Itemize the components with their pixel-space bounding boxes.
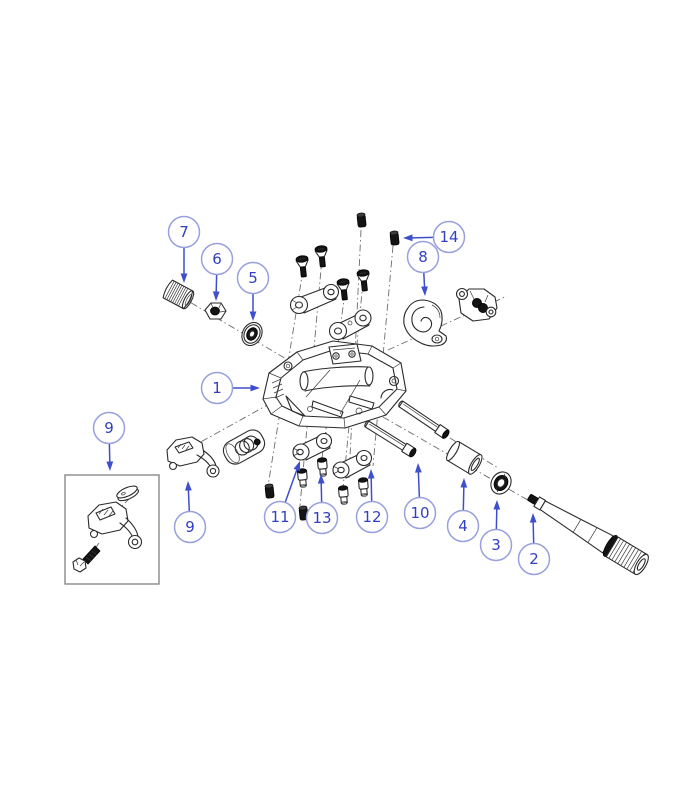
leader-arrowhead-icon — [106, 461, 114, 471]
callout-4: 4 — [446, 478, 480, 543]
detail-box — [64, 474, 160, 585]
leader-arrowhead-icon — [414, 463, 422, 473]
callout-9: 9 — [92, 411, 126, 471]
callout-circle — [167, 215, 201, 249]
callout-number: 9 — [104, 419, 114, 437]
part-bearing-large — [490, 471, 512, 495]
callout-2: 2 — [517, 513, 551, 576]
callout-number: 10 — [410, 504, 429, 522]
part-end-cap — [162, 279, 195, 310]
leader-arrowhead-icon — [185, 481, 192, 491]
leader-arrowhead-icon — [403, 234, 413, 242]
callout-number: 1 — [212, 379, 222, 397]
callout-13: 13 — [305, 474, 339, 535]
callout-12: 12 — [355, 469, 389, 534]
callout-circle — [236, 261, 270, 295]
callout-1: 1 — [200, 371, 260, 405]
part-bushing — [446, 440, 483, 475]
callout-circle — [92, 411, 126, 445]
detail-washer — [116, 485, 139, 502]
part-flathead-screws — [295, 245, 370, 301]
part-socket-screws — [296, 457, 369, 505]
leader-arrowhead-icon — [493, 500, 501, 510]
part-pedal-body — [262, 340, 407, 429]
callout-circle — [403, 496, 437, 530]
callout-10: 10 — [403, 463, 437, 530]
leader-line — [462, 485, 465, 511]
part-bearing-small — [241, 321, 263, 347]
callout-number: 4 — [458, 517, 468, 535]
leader-arrowhead-icon — [529, 513, 537, 523]
callout-number: 5 — [248, 269, 258, 287]
leader-arrowhead-icon — [293, 461, 301, 472]
part-plate-top-left — [289, 283, 340, 315]
callout-8: 8 — [406, 240, 440, 296]
callout-number: 2 — [529, 550, 539, 568]
callout-number: 6 — [212, 250, 222, 268]
part-pin-upper — [398, 400, 450, 439]
callout-circle — [406, 240, 440, 274]
callout-11: 11 — [263, 461, 301, 534]
callout-number: 11 — [270, 508, 289, 526]
callout-number: 8 — [418, 248, 428, 266]
callout-3: 3 — [479, 500, 513, 562]
callout-circle — [355, 500, 389, 534]
callout-number: 14 — [439, 228, 458, 246]
callout-circle — [200, 242, 234, 276]
part-set-screw-14 — [389, 230, 400, 246]
callout-circle — [263, 500, 297, 534]
callout-circle — [517, 542, 551, 576]
part-axle-spindle — [527, 494, 649, 576]
part-spring — [403, 299, 447, 347]
callout-5: 5 — [236, 261, 270, 321]
part-clamp — [166, 436, 220, 478]
callout-circle — [173, 510, 207, 544]
callout-circle — [432, 220, 466, 254]
detail-clamp — [87, 501, 143, 550]
leader-line — [423, 272, 426, 289]
leader-arrowhead-icon — [180, 273, 188, 283]
leader-line — [187, 488, 191, 512]
part-clamp-mechanism — [455, 287, 498, 322]
callout-number: 9 — [185, 518, 195, 536]
callout-circle — [479, 528, 513, 562]
callout-14: 14 — [403, 220, 466, 254]
callout-circle — [446, 509, 480, 543]
callout-6: 6 — [200, 242, 234, 301]
leader-arrowhead-icon — [460, 478, 468, 488]
leader-arrowhead-icon — [212, 291, 220, 301]
callout-number: 3 — [491, 536, 501, 554]
part-spring-cage — [222, 429, 266, 465]
part-plate-bottom-right — [332, 449, 373, 479]
callout-number: 13 — [312, 509, 331, 527]
leader-line — [370, 476, 373, 502]
callout-9: 9 — [173, 481, 207, 544]
leader-arrowhead-icon — [249, 311, 257, 321]
callout-circle — [200, 371, 234, 405]
callout-number: 12 — [362, 508, 381, 526]
leader-line — [417, 470, 421, 498]
leader-arrowhead-icon — [250, 384, 260, 392]
detail-bolt — [72, 545, 101, 573]
leader-line — [284, 468, 299, 503]
leader-arrowhead-icon — [367, 469, 375, 479]
callout-7: 7 — [167, 215, 201, 283]
leader-arrowhead-icon — [421, 286, 428, 296]
part-hex-nut — [204, 302, 227, 320]
part-pin-lower — [364, 420, 417, 458]
callout-number: 7 — [179, 223, 189, 241]
part-plate-bottom-left — [292, 432, 333, 461]
leader-arrowhead-icon — [317, 474, 325, 484]
callout-circle — [305, 501, 339, 535]
part-plate-top-right — [328, 309, 372, 341]
